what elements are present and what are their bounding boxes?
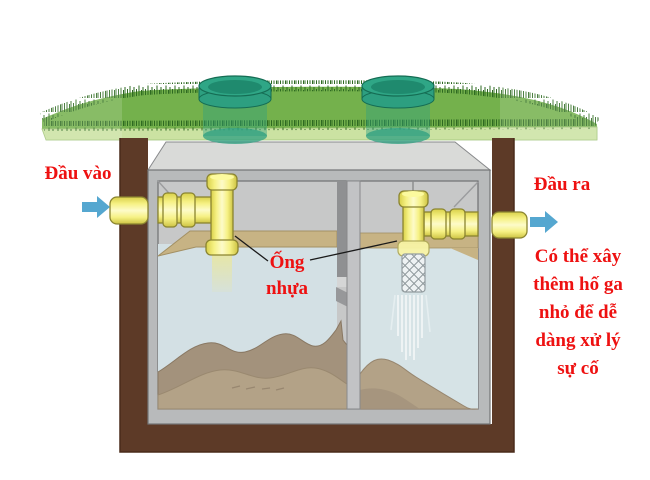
grass-light-tint-right [500,84,597,140]
outlet-coupling-ring-2 [449,208,466,240]
outlet-pipe [390,181,528,360]
inlet-label: Đầu vào [44,163,112,184]
inlet-pipe [109,173,239,292]
inlet-tee-underwater [212,254,232,292]
right-scum-corner-wedge [450,248,478,260]
right-sludge-shadow-layer [360,388,420,409]
grass-light-tint-left [42,84,122,140]
sludge-deposits [157,319,479,410]
lid-right-bottom [366,128,430,144]
soil-bottom-band [120,424,514,452]
outlet-flow-arrow-icon [530,211,558,233]
lid-left-bottom [203,128,267,144]
lid-right-top-inner [371,80,425,94]
soil-edge-shadow [119,138,515,453]
outlet-label: Đầu ra [533,174,591,195]
grass-layer [39,80,600,141]
inlet-coupling-ring-1 [162,192,178,228]
leader-line-left [234,235,269,262]
water-spray [397,295,423,360]
access-lid-right [361,75,435,144]
manhole-note-label: Có thể xây thêm hố ga nhỏ để dễ dàng xử … [510,243,646,383]
grass-blades-mid [43,119,596,131]
manhole-note-line3: nhỏ để dễ [538,302,618,323]
inlet-flow-arrow-icon [82,196,110,218]
plastic-pipe-label: Ống nhựa [248,250,326,302]
plastic-pipe-label-line1: Ống [269,252,305,273]
manhole-note-line4: dàng xử lý [535,330,621,351]
divider-wall-slot [337,277,347,287]
divider-wall-front-band [346,180,361,410]
lid-left-top-inner [208,80,262,94]
left-sludge-front-layer [157,367,348,410]
grass-mound [42,86,597,129]
tank-top-face [147,141,492,171]
inlet-pipe-outside [109,196,149,225]
effluent-filter-mesh-grid [402,254,425,292]
inlet-tee-body [210,185,234,244]
divider-wall-side-face [337,181,347,287]
inlet-tee-collar [205,239,239,256]
plastic-pipe-label-line2: nhựa [265,278,309,299]
outlet-pipe-outside [491,211,528,239]
water-spray-outer [390,294,431,333]
leader-line-right [309,240,398,261]
soil-left-pillar [120,138,148,452]
manhole-note-line5: sự cố [557,358,599,379]
tank-corner-line-right [453,181,479,208]
manhole-note-line2: thêm hố ga [533,274,623,295]
outlet-tee-body [402,204,425,244]
manhole-note-line1: Có thể xây [534,246,622,267]
leader-lines [234,235,398,262]
outlet-tee-cap-top [402,191,424,197]
access-lid-left [198,75,272,144]
grass-blades-top [39,80,600,128]
inlet-tee-cap-top [210,174,234,180]
inlet-coupling-ring-2 [180,192,196,228]
outlet-coupling-ring-1 [430,208,447,240]
divider-wall [336,180,361,410]
left-sludge-texture-marks [231,385,285,391]
